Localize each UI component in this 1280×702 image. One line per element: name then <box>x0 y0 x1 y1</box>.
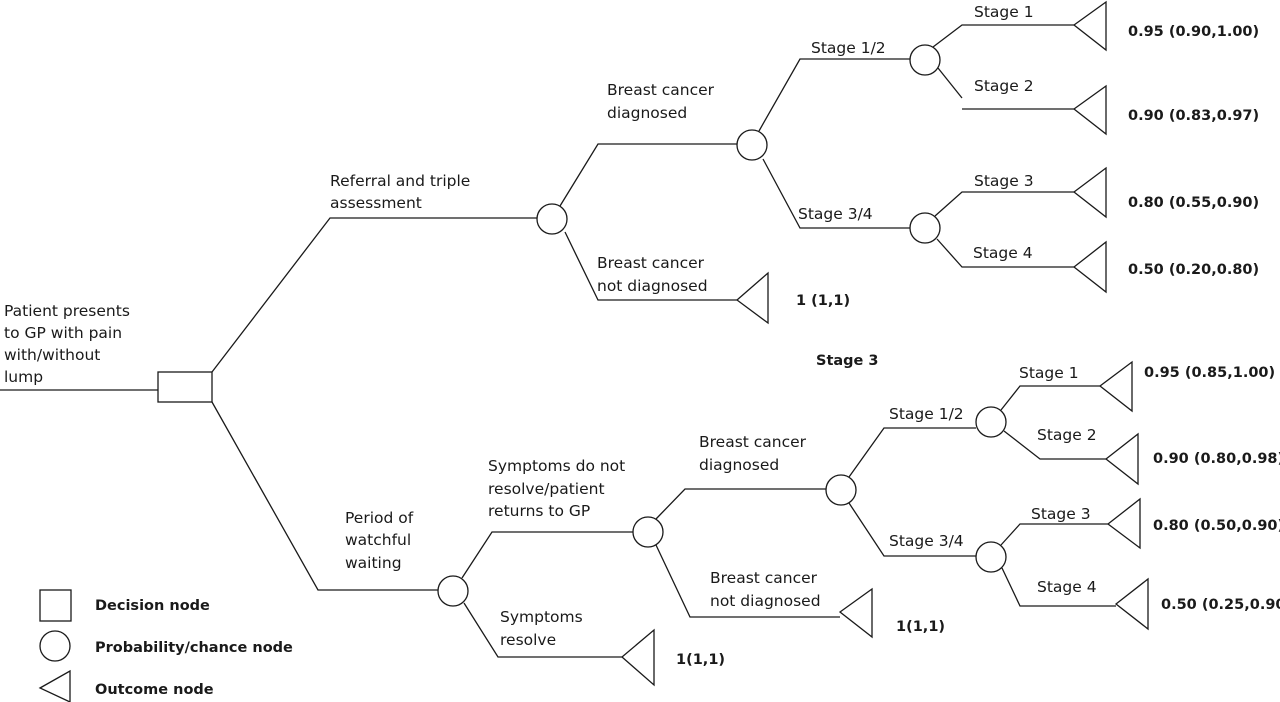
top-stage4-outcome-node <box>1072 240 1107 294</box>
bottom-stage1-label: Stage 1 <box>1019 364 1079 382</box>
bottom-stage1-branch-line <box>1000 385 1100 411</box>
not-resolve-chance-node <box>632 516 664 548</box>
top-stage12-label: Stage 1/2 <box>811 39 886 57</box>
bottom-stage12-branch-line <box>848 427 976 478</box>
bottom-stage2-label: Stage 2 <box>1037 426 1097 444</box>
bottom-stage4-label: Stage 4 <box>1037 578 1097 596</box>
bottom-stage4-outcome-node <box>1114 577 1149 631</box>
bottom-stage34-chance-node <box>975 541 1007 573</box>
top-stage1-outcome-node <box>1072 0 1107 52</box>
decision-node <box>157 371 213 403</box>
top-diagnosed-label: Breast cancer diagnosed <box>607 81 719 122</box>
waiting-chance-node <box>437 575 469 607</box>
floating-stage-label: Stage 3 <box>816 353 879 369</box>
top-stage3-value: 0.80 (0.55,0.90) <box>1128 195 1259 211</box>
waiting-branch-line <box>211 401 438 591</box>
top-stage4-value: 0.50 (0.20,0.80) <box>1128 262 1259 278</box>
bottom-stage12-chance-node <box>975 406 1007 438</box>
top-stage2-branch-line <box>937 67 963 99</box>
top-stage12-branch-line <box>758 58 910 132</box>
resolve-value: 1(1,1) <box>676 652 725 668</box>
resolve-branch-line <box>463 602 622 658</box>
referral-branch-line <box>211 217 537 373</box>
top-stage2-outcome-node <box>1072 84 1107 136</box>
bottom-stage4-branch-line <box>1001 567 1116 607</box>
bottom-stage2-outcome-node <box>1104 432 1139 486</box>
bottom-stage2-branch-line <box>1003 430 1106 460</box>
bottom-stage3-label: Stage 3 <box>1031 505 1091 523</box>
top-stage4-label: Stage 4 <box>973 244 1033 262</box>
bottom-stage1-value: 0.95 (0.85,1.00) <box>1144 365 1275 381</box>
bottom-not-diagnosed-branch-line <box>655 544 840 618</box>
legend: Decision node Probability/chance node Ou… <box>38 589 293 702</box>
resolve-outcome-node <box>621 628 655 687</box>
top-stage3-outcome-node <box>1072 166 1107 219</box>
top-not-diagnosed-label: Breast cancer not diagnosed <box>597 254 709 295</box>
bottom-stage2-value: 0.90 (0.80,0.98) <box>1153 451 1280 467</box>
top-not-diagnosed-value: 1 (1,1) <box>796 293 850 309</box>
bottom-not-diagnosed-value: 1(1,1) <box>896 619 945 635</box>
top-stage1-label: Stage 1 <box>974 3 1034 21</box>
bottom-stage3-branch-line <box>1000 523 1108 546</box>
top-diagnosed-chance-node <box>736 129 768 161</box>
bottom-not-diagnosed-label: Breast cancer not diagnosed <box>710 569 822 610</box>
bottom-diagnosed-label: Breast cancer diagnosed <box>699 433 811 474</box>
top-stage2-label: Stage 2 <box>974 77 1034 95</box>
top-stage3-label: Stage 3 <box>974 172 1034 190</box>
legend-decision-icon <box>39 589 72 622</box>
top-stage1-branch-line <box>932 24 1074 48</box>
not-resolve-branch-line <box>461 531 633 579</box>
bottom-diagnosed-chance-node <box>825 474 857 506</box>
legend-outcome-icon <box>38 669 71 702</box>
legend-probability-label: Probability/chance node <box>95 640 293 656</box>
top-stage4-branch-line <box>936 238 1074 268</box>
bottom-not-diagnosed-outcome-node <box>838 587 873 639</box>
not-resolve-label: Symptoms do not resolve/patient returns … <box>488 457 630 520</box>
top-stage34-chance-node <box>909 212 941 244</box>
top-diagnosed-branch-line <box>559 143 737 207</box>
resolve-label: Symptoms resolve <box>500 608 588 649</box>
bottom-stage12-label: Stage 1/2 <box>889 405 964 423</box>
bottom-diagnosed-branch-line <box>655 488 826 520</box>
bottom-stage34-label: Stage 3/4 <box>889 532 964 550</box>
top-stage2-value: 0.90 (0.83,0.97) <box>1128 108 1259 124</box>
top-stage1-value: 0.95 (0.90,1.00) <box>1128 24 1259 40</box>
legend-outcome-label: Outcome node <box>95 682 214 698</box>
top-not-diagnosed-branch-line <box>564 231 737 301</box>
legend-probability-icon <box>39 630 71 662</box>
bottom-stage3-outcome-node <box>1106 497 1141 550</box>
root-label: Patient presents to GP with pain with/wi… <box>4 302 135 386</box>
top-stage34-label: Stage 3/4 <box>798 205 873 223</box>
top-stage12-chance-node <box>909 44 941 76</box>
legend-decision-label: Decision node <box>95 598 210 614</box>
bottom-stage34-branch-line <box>848 502 976 557</box>
top-stage34-branch-line <box>762 158 910 229</box>
waiting-label: Period of watchful waiting <box>345 509 418 572</box>
bottom-stage4-value: 0.50 (0.25,0.90) <box>1161 597 1280 613</box>
top-stage3-branch-line <box>934 191 1074 217</box>
referral-label: Referral and triple assessment <box>330 172 475 212</box>
top-not-diagnosed-outcome-node <box>735 271 769 325</box>
bottom-stage1-outcome-node <box>1098 360 1133 413</box>
referral-chance-node <box>536 203 568 235</box>
bottom-stage3-value: 0.80 (0.50,0.90) <box>1153 518 1280 534</box>
